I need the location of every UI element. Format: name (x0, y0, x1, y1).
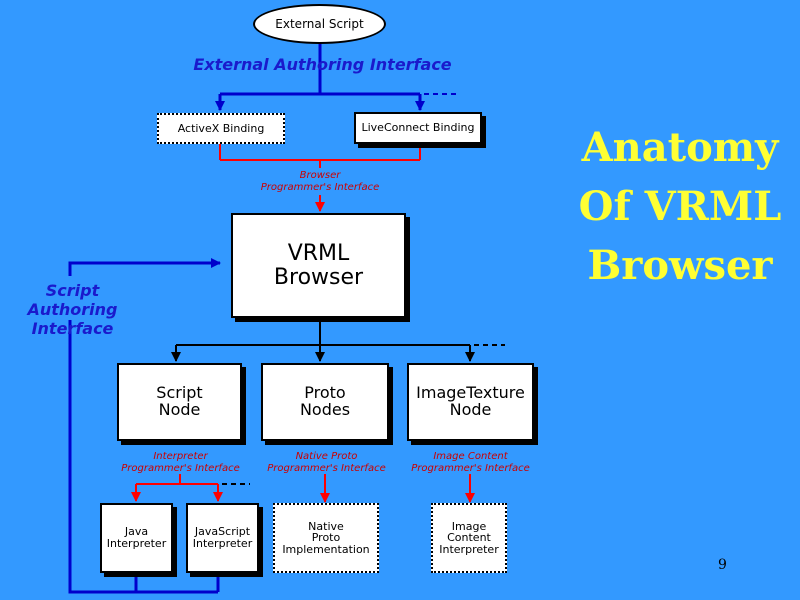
activex-binding-node: ActiveX Binding (157, 113, 285, 144)
slide-title: Anatomy Of VRML Browser (578, 124, 782, 289)
vrml-browser-node: VRML Browser (231, 213, 406, 318)
script-authoring-interface-label: Script Authoring Interface (27, 281, 118, 338)
proto-nodes: Proto Nodes (261, 363, 389, 441)
sai-connector (68, 258, 221, 594)
eai-connector (215, 42, 425, 111)
imagetexture-node: ImageTexture Node (407, 363, 534, 441)
ipi-connector (131, 474, 223, 502)
native-proto-implementation-node: Native Proto Implementation (273, 503, 379, 573)
javascript-interpreter-node: JavaScript Interpreter (186, 503, 259, 573)
image-content-programmers-interface-label: Image Content Programmer's Interface (411, 451, 530, 474)
external-authoring-interface-label: External Authoring Interface (193, 55, 452, 74)
page-number: 9 (718, 557, 727, 573)
native-proto-programmers-interface-label: Native Proto Programmer's Interface (267, 451, 386, 474)
browser-programmers-interface-label: Browser Programmer's Interface (260, 170, 380, 193)
interpreter-programmers-interface-label: Interpreter Programmer's Interface (121, 451, 240, 474)
java-interpreter-node: Java Interpreter (100, 503, 173, 573)
image-content-interpreter-node: Image Content Interpreter (431, 503, 507, 573)
external-script-node: External Script (253, 4, 386, 44)
bpi-connector (219, 144, 421, 212)
browser-to-nodes-connector (171, 320, 475, 362)
script-node: Script Node (117, 363, 242, 441)
liveconnect-binding-node: LiveConnect Binding (354, 112, 482, 144)
